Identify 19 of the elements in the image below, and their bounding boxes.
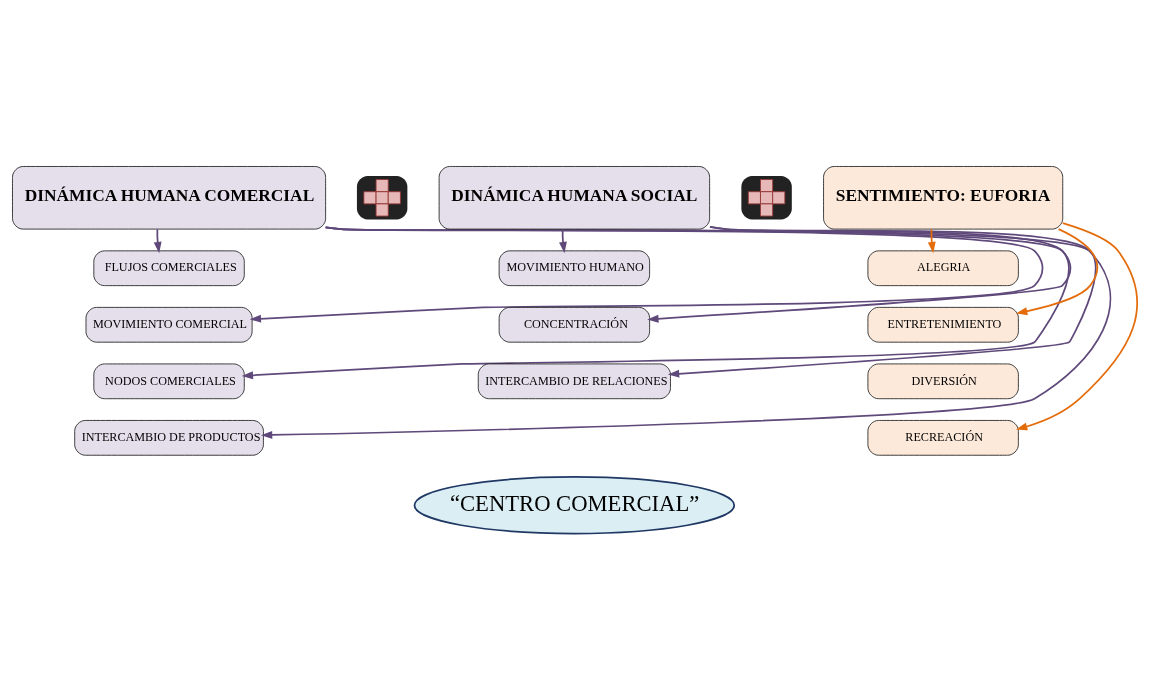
node-box: INTERCAMBIO DE RELACIONES — [477, 363, 671, 400]
node-box: FLUJOS COMERCIALES — [93, 250, 245, 287]
node-box: SENTIMIENTO: EUFORIA — [823, 166, 1064, 230]
arrow — [1015, 222, 1139, 431]
node-box: DINÁMICA HUMANA COMERCIAL — [12, 166, 327, 230]
arrow — [1015, 228, 1099, 316]
arrow — [153, 228, 162, 254]
node-box: MOVIMIENTO COMERCIAL — [85, 306, 253, 343]
node-box: INTERCAMBIO DE PRODUCTOS — [74, 420, 264, 456]
node-box: DINÁMICA HUMANA SOCIAL — [438, 166, 711, 230]
arrow — [559, 228, 567, 254]
node-ellipse: “CENTRO COMERCIAL” — [413, 476, 736, 535]
node-box: NODOS COMERCIALES — [93, 363, 245, 400]
node-box: CONCENTRACIÓN — [498, 306, 651, 343]
node-box: DIVERSIÓN — [867, 363, 1019, 400]
node-box: MOVIMIENTO HUMANO — [498, 250, 651, 287]
node-box: ENTRETENIMIENTO — [867, 306, 1019, 343]
node-box: RECREACIÓN — [867, 420, 1019, 456]
node-box: ALEGRIA — [867, 250, 1019, 287]
